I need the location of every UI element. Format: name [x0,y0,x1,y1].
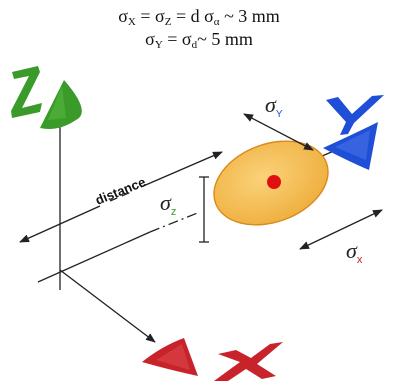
sigma-z-label: σz [160,190,176,218]
beam-axis-solid-left [37,231,151,283]
beam-axis-dashdot [149,211,201,233]
sigma-y-dimension [243,113,314,151]
x-axis-line [59,269,156,343]
sigma-x-dimension [299,209,383,250]
y-letter-icon [326,95,384,135]
z-cone-icon [40,80,82,129]
distance-arrow [19,151,223,243]
beam-center-dot [267,175,281,189]
distance-label: distance [93,174,148,208]
formula-line-1: σX = σZ = d σα ~ 3 mm [118,6,280,28]
sigma-z-dimension [199,176,209,243]
sigma-x-label: σx [346,238,363,266]
formula-line-2: σY = σd~ 5 mm [145,29,253,51]
x-letter-icon [214,342,283,381]
sigma-y-label: σY [265,92,283,120]
z-letter-icon [11,66,42,118]
x-cone-icon [142,338,198,376]
y-cone-icon [323,122,378,170]
